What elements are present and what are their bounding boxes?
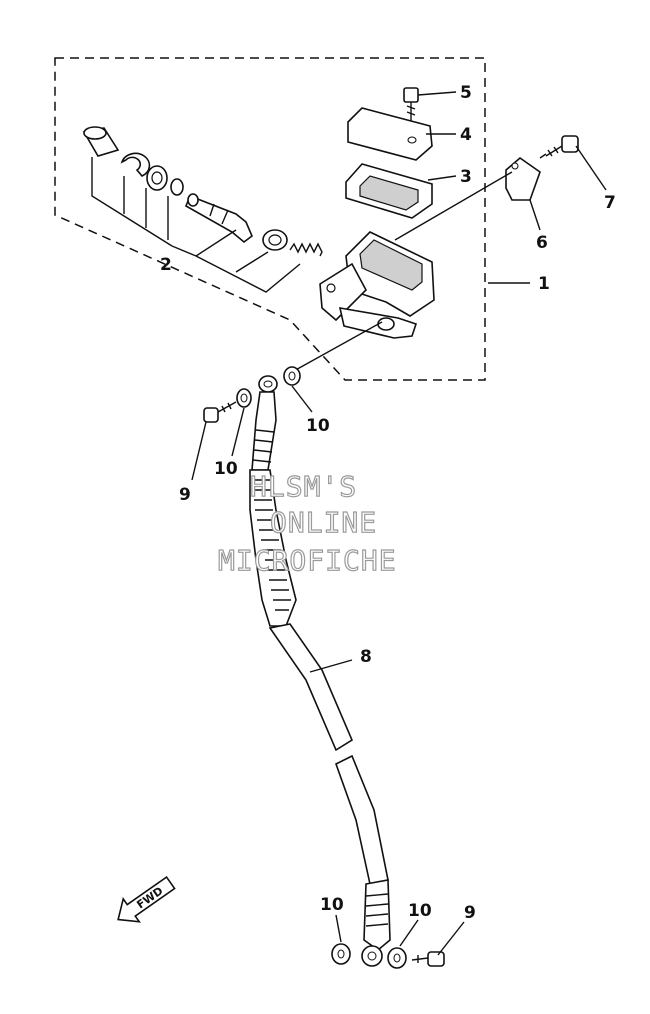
- fwd-arrow-icon: FWD: [117, 875, 176, 923]
- piston-kit: [82, 126, 323, 293]
- callout-1: 1: [538, 274, 550, 294]
- callout-10-upper-right: 10: [306, 416, 330, 436]
- washer-lower-right: [387, 947, 407, 969]
- spring-part: [289, 242, 323, 257]
- washer-ring-part: [146, 165, 168, 191]
- callout-3: 3: [460, 167, 472, 187]
- o-ring-part: [170, 178, 184, 196]
- callout-9-lower: 9: [464, 903, 476, 923]
- washer-lower-left: [331, 943, 351, 965]
- dust-boot-part: [82, 126, 120, 157]
- callout-4: 4: [460, 125, 472, 145]
- holder-part: [505, 156, 541, 201]
- watermark-line-2: ONLINE: [270, 506, 377, 539]
- reservoir-cap-part: [347, 107, 433, 161]
- union-bolt-upper: [203, 401, 237, 423]
- master-cylinder-body: [319, 231, 435, 339]
- washer-upper-right: [283, 366, 301, 386]
- callout-6: 6: [536, 233, 548, 253]
- piston-cup-part: [262, 229, 288, 251]
- holder-bolt-part: [539, 135, 579, 159]
- washer-upper-left: [236, 388, 252, 408]
- callout-2: 2: [160, 255, 172, 275]
- callout-10-upper-left: 10: [214, 459, 238, 479]
- brake-hose-part: [249, 375, 391, 967]
- watermark-line-1: HLSM'S: [250, 470, 357, 503]
- callout-10-lower-left: 10: [320, 895, 344, 915]
- union-bolt-lower: [411, 951, 445, 967]
- callout-8: 8: [360, 647, 372, 667]
- callout-7: 7: [604, 193, 616, 213]
- callout-9-upper: 9: [179, 485, 191, 505]
- callout-10-lower-right: 10: [408, 901, 432, 921]
- circlip-part: [120, 152, 151, 177]
- assembly-boundary: [54, 57, 486, 381]
- piston-part: [184, 193, 253, 244]
- diaphragm-part: [345, 163, 433, 219]
- callout-5: 5: [460, 83, 472, 103]
- watermark-line-3: MICROFICHE: [218, 544, 397, 577]
